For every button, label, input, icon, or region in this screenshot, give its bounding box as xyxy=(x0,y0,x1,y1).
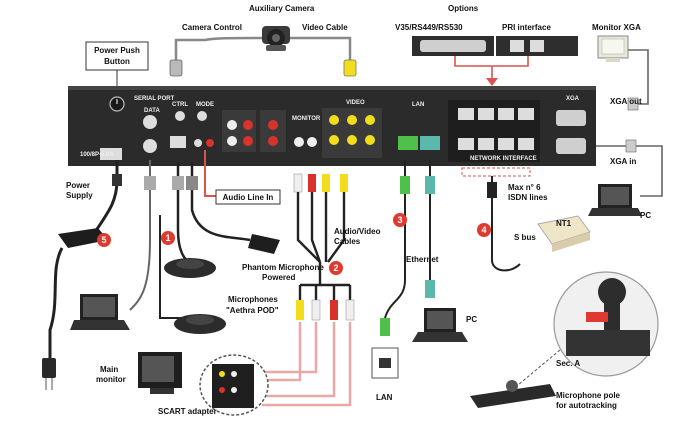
options-arrow-head xyxy=(486,78,498,86)
video-cable-connector xyxy=(343,59,357,77)
mic-pole-label-2: for autotracking xyxy=(556,401,617,410)
power-supply-label-2: Supply xyxy=(66,191,93,200)
pc-bottom-left xyxy=(70,294,130,330)
av-cables-bottom xyxy=(296,299,355,321)
svg-text:2: 2 xyxy=(333,263,338,273)
network-interface-label: NETWORK INTERFACE xyxy=(470,156,537,162)
rear-panel: 100/8P-5.0A SERIAL PORT DATA CTRL MODE M… xyxy=(68,86,596,166)
main-monitor-label-1: Main xyxy=(100,365,118,374)
power-push-label-1: Power Push xyxy=(94,46,140,55)
video-cable xyxy=(290,36,352,60)
v35-label: V35/RS449/RS530 xyxy=(395,23,463,32)
power-push-label-2: Button xyxy=(104,57,130,66)
lan-label: LAN xyxy=(376,393,393,402)
av-cables-label-1: Audio/Video xyxy=(334,227,381,236)
lan-panel-label: LAN xyxy=(412,102,424,108)
audio-line-in-label: Audio Line In xyxy=(223,193,274,202)
callout-3: 3 xyxy=(393,213,407,227)
main-monitor xyxy=(138,352,182,394)
ethernet-label: Ethernet xyxy=(406,255,439,264)
serial-cable xyxy=(129,160,151,311)
sec-a-zoom xyxy=(553,271,659,377)
mic-cable-2 xyxy=(190,162,251,242)
camera-control-label: Camera Control xyxy=(182,23,242,32)
svg-text:3: 3 xyxy=(397,215,402,225)
xga-monitor xyxy=(597,35,629,62)
options-label: Options xyxy=(448,4,479,13)
lan-port-green xyxy=(398,136,418,150)
nt1-label: NT1 xyxy=(556,219,572,228)
serial-port-2 xyxy=(143,139,157,153)
phantom-mic xyxy=(248,234,280,254)
mic-pole-device xyxy=(470,380,556,408)
isdn-cable xyxy=(491,198,521,272)
monitor-panel-label: MONITOR xyxy=(292,116,321,122)
power-supply-label-1: Power xyxy=(66,181,90,190)
max-isdn-label-2: ISDN lines xyxy=(508,193,548,202)
data-port xyxy=(143,115,157,129)
max-isdn-label-1: Max n° 6 xyxy=(508,183,541,192)
pri-interface-label: PRI interface xyxy=(502,23,551,32)
main-monitor-label-2: monitor xyxy=(96,375,126,384)
nt1-box xyxy=(537,215,591,252)
audio-line-in-box xyxy=(215,189,281,205)
pc-right xyxy=(588,184,642,216)
xga-in-label: XGA in xyxy=(610,157,636,166)
svg-text:1: 1 xyxy=(165,233,170,243)
power-push-box xyxy=(85,41,149,71)
model-label: 100/8P-5.0A xyxy=(80,152,114,158)
callout-1: 1 xyxy=(161,231,175,245)
pc-right-label: PC xyxy=(640,211,651,220)
av-cables-top xyxy=(293,173,352,300)
lan-port-cyan xyxy=(420,136,440,150)
microphones-label-1: Microphones xyxy=(228,295,278,304)
audio-line-in-arrow xyxy=(204,150,216,197)
auxiliary-camera xyxy=(262,26,290,51)
video-cable-label: Video Cable xyxy=(302,23,348,32)
svg-text:5: 5 xyxy=(101,235,106,245)
ethernet-plug-cyan xyxy=(425,176,435,194)
xga-in-cable xyxy=(636,145,663,197)
scart-arrows xyxy=(262,322,352,407)
phantom-mic-label-2: Powered xyxy=(262,273,295,282)
data-label: DATA xyxy=(144,108,160,114)
options-arrow xyxy=(454,56,529,80)
scart-adapter xyxy=(199,354,269,416)
power-cable xyxy=(93,160,119,233)
av-cables-label-2: Cables xyxy=(334,237,361,246)
camera-control-connector xyxy=(169,59,183,77)
xga-panel-label: XGA xyxy=(566,96,580,102)
microphones-label-2: "Aethra POD" xyxy=(226,306,279,315)
power-plug xyxy=(42,358,56,378)
callout-5: 5 xyxy=(97,233,111,247)
xga-out-connector xyxy=(627,97,639,111)
xga-out-cable xyxy=(628,49,649,105)
ethernet-plug-green xyxy=(400,176,410,194)
phantom-mic-label-1: Phantom Microphone xyxy=(242,263,324,272)
callout-4: 4 xyxy=(477,223,491,237)
xga-out-label: XGA out xyxy=(610,97,642,106)
pri-card xyxy=(496,36,578,56)
mic-pole-label-1: Microphone pole xyxy=(556,391,621,400)
ctrl-label: CTRL xyxy=(172,102,188,108)
pc-bottom-center xyxy=(412,308,468,342)
scart-adapter-label: SCART adapter xyxy=(158,407,217,416)
auxiliary-camera-label: Auxiliary Camera xyxy=(249,4,315,13)
mode-label: MODE xyxy=(196,102,214,108)
v35-card xyxy=(412,36,494,56)
serial-port-label: SERIAL PORT xyxy=(134,96,175,102)
power-adapter xyxy=(58,228,108,248)
camera-control-cable xyxy=(174,36,263,60)
svg-text:4: 4 xyxy=(481,225,486,235)
pc-bottom-label: PC xyxy=(466,315,477,324)
isdn-selection xyxy=(461,167,531,177)
callout-2: 2 xyxy=(329,261,343,275)
video-panel-label: VIDEO xyxy=(346,100,365,106)
monitor-xga-label: Monitor XGA xyxy=(592,23,641,32)
s-bus-label: S bus xyxy=(514,233,536,242)
sec-a-label: Sec. A xyxy=(556,359,580,368)
